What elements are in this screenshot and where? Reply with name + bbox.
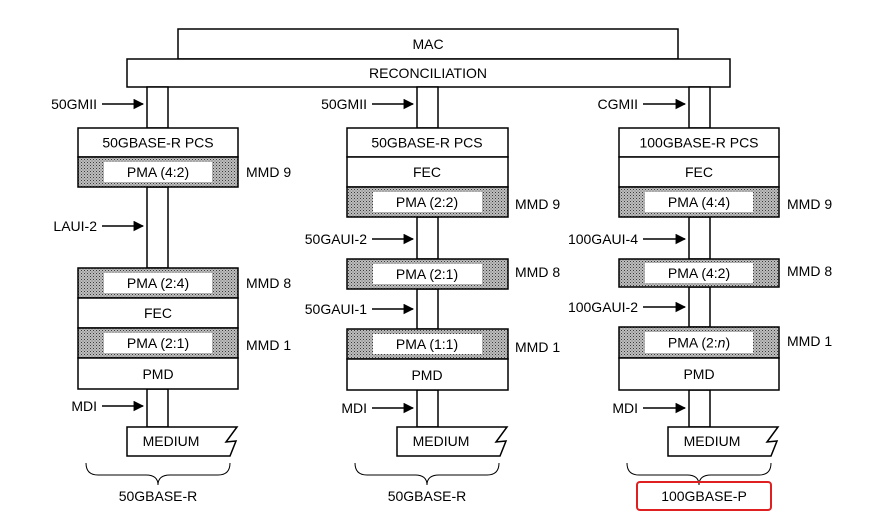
column-100gbase-p: CGMII 100GBASE-R PCS FEC PMA (4:4) MMD 9… <box>568 86 832 511</box>
connector <box>688 86 711 129</box>
pma-label: PMA (4:2) <box>668 265 730 281</box>
interface-label: 50GMII <box>321 96 367 112</box>
column-50gbase-r-laui: 50GMII 50GBASE-R PCS PMA (4:2) MMD 9 LAU… <box>51 86 291 504</box>
mmd-label: MMD 1 <box>515 339 560 355</box>
link-label: LAUI-2 <box>53 218 97 234</box>
pmd-layer <box>618 357 780 391</box>
mmd-label: MMD 9 <box>787 196 832 212</box>
pmd-label: PMD <box>142 366 173 382</box>
medium-shape <box>667 426 780 457</box>
medium-shape <box>126 426 239 457</box>
pcs-label: 100GBASE-R PCS <box>639 135 758 151</box>
connector <box>688 389 711 428</box>
pmd-layer <box>346 358 509 391</box>
phy-name: 50GBASE-R <box>388 488 467 504</box>
mdi-label: MDI <box>71 398 97 414</box>
link-label: 100GAUI-2 <box>568 299 638 315</box>
connector <box>688 286 711 328</box>
connector <box>416 86 439 129</box>
pcs-label: 50GBASE-R PCS <box>102 135 213 151</box>
pma-label: PMA (4:2) <box>127 164 189 180</box>
pma-label: PMA (2:2) <box>396 194 458 210</box>
medium-label: MEDIUM <box>413 433 470 449</box>
link-label: 50GAUI-1 <box>305 301 367 317</box>
fec-label: FEC <box>413 164 441 180</box>
pma-label: PMA (2:1) <box>127 335 189 351</box>
pmd-layer <box>77 357 239 390</box>
fec-label: FEC <box>685 164 713 180</box>
connector <box>688 216 711 260</box>
interface-label: 50GMII <box>51 96 97 112</box>
medium-shape <box>396 426 509 457</box>
connector <box>416 288 439 330</box>
connector <box>146 86 169 129</box>
mdi-label: MDI <box>612 400 638 416</box>
pcs-label: 50GBASE-R PCS <box>371 135 482 151</box>
pma-label: PMA (4:4) <box>668 194 730 210</box>
mmd-label: MMD 1 <box>787 333 832 349</box>
connector <box>416 216 439 260</box>
mmd-label: MMD 9 <box>246 164 291 180</box>
mmd-label: MMD 8 <box>787 263 832 279</box>
phy-name: 100GBASE-P <box>661 488 747 504</box>
pma-label: PMA (1:1) <box>396 336 458 352</box>
pma-label: PMA (2:n) <box>668 335 730 351</box>
connector <box>146 388 169 428</box>
curly-brace <box>85 462 231 486</box>
reconciliation-label: RECONCILIATION <box>369 65 487 81</box>
pma-label: PMA (2:4) <box>127 275 189 291</box>
link-label: 100GAUI-4 <box>568 231 638 247</box>
mac-label: MAC <box>412 36 443 52</box>
connector <box>146 186 169 269</box>
fec-layer <box>618 156 780 188</box>
medium-label: MEDIUM <box>143 433 200 449</box>
mmd-label: MMD 8 <box>515 264 560 280</box>
phy-name: 50GBASE-R <box>119 488 198 504</box>
mdi-label: MDI <box>341 400 367 416</box>
fec-layer <box>77 297 239 329</box>
curly-brace <box>626 462 772 486</box>
pmd-label: PMD <box>683 366 714 382</box>
fec-label: FEC <box>144 305 172 321</box>
mac-layer: MAC <box>177 28 679 60</box>
mmd-label: MMD 1 <box>246 337 291 353</box>
mmd-label: MMD 8 <box>246 275 291 291</box>
interface-label: CGMII <box>598 96 638 112</box>
highlight-box <box>636 481 772 511</box>
reconciliation-layer: RECONCILIATION <box>126 58 731 88</box>
fec-layer <box>346 156 509 188</box>
pmd-label: PMD <box>411 367 442 383</box>
pcs-layer <box>618 127 780 158</box>
connector <box>416 389 439 428</box>
curly-brace <box>354 462 500 486</box>
medium-label: MEDIUM <box>684 433 741 449</box>
link-label: 50GAUI-2 <box>305 231 367 247</box>
mmd-label: MMD 9 <box>515 196 560 212</box>
pma-label: PMA (2:1) <box>396 266 458 282</box>
column-50gbase-r-50gaui: 50GMII 50GBASE-R PCS FEC PMA (2:2) MMD 9… <box>305 86 560 504</box>
